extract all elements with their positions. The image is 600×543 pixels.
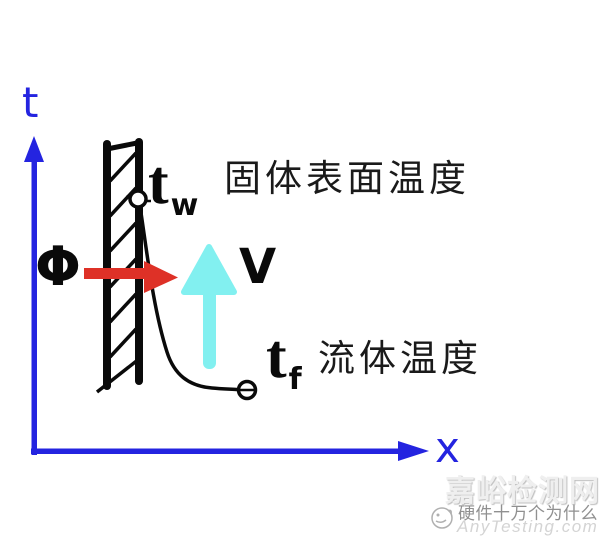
t-axis-line [31,153,37,455]
heat-flux-label: Φ [35,235,81,298]
t-axis-label: t [22,78,39,127]
x-axis [31,441,429,461]
tw-marker [126,189,151,209]
brand-logo-icon [431,507,453,529]
tf-marker [236,379,258,401]
fluid-temperature-label: tf [266,323,302,395]
temperature-profile-curve [138,205,239,392]
wall-temperature-caption: 固体表面温度 [224,159,470,200]
x-axis-label: x [435,423,460,472]
velocity-label: V [239,239,277,295]
heat-flux-arrow-icon [84,261,178,293]
x-axis-arrowhead-icon [398,441,429,461]
watermark-site-name: 嘉峪检测网 [445,475,600,508]
t-axis [24,136,44,455]
velocity-arrow-icon [181,244,237,369]
fluid-temperature-caption: 流体温度 [318,339,482,380]
wall-top-cap [106,140,138,152]
solid-wall [95,138,143,394]
watermark-brand: 硬件十万个为什么 [458,504,598,523]
wall-temperature-label: tw [148,149,198,221]
t-axis-arrowhead-icon [24,136,44,162]
tf-symbol: t [266,323,287,391]
watermark-url: AnyTesting.com [457,517,599,536]
tw-symbol: t [148,149,169,217]
x-axis-line [31,448,400,454]
tf-subscript: f [288,362,302,397]
tw-subscript: w [170,188,199,223]
